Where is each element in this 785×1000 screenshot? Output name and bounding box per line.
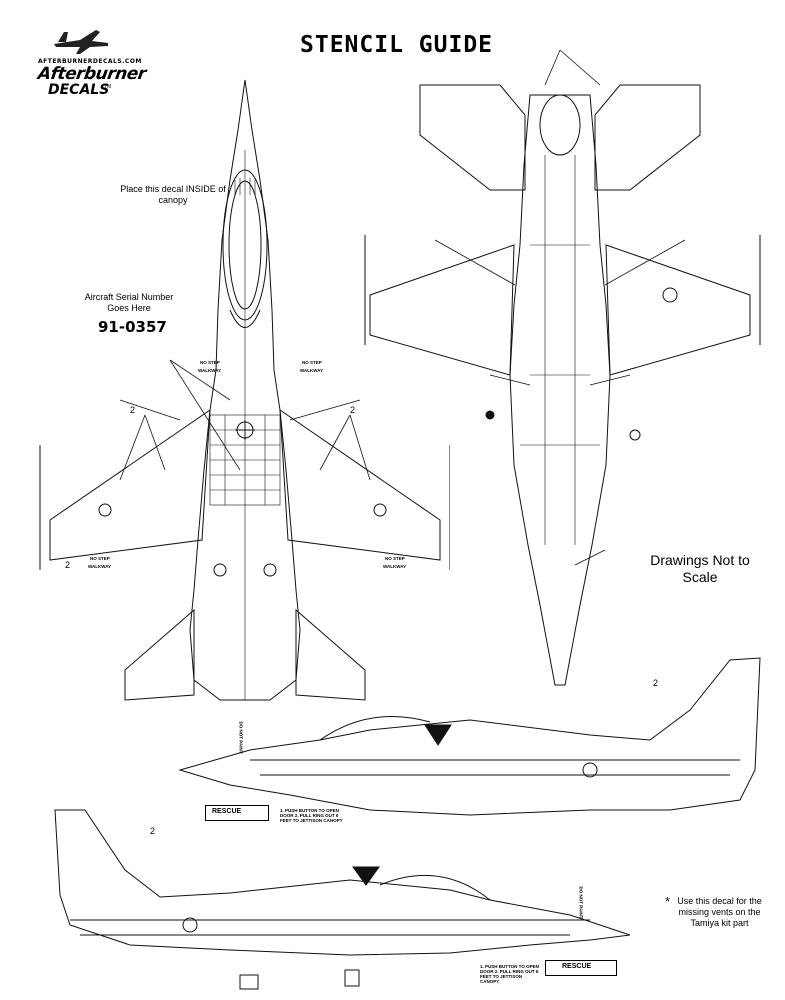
canopy-instructions: 1. PUSH BUTTON TO OPEN DOOR 2. PULL RING… [280,808,343,823]
page-title: STENCIL GUIDE [300,32,494,58]
logo-jet-icon [54,30,108,54]
bottom-view-drawing [364,49,761,686]
rescue-label: RESCUE [212,808,242,815]
logo-trademark: TM [104,84,112,90]
decal-number-label: 2 [653,678,659,688]
walkway-label: WALKWAY [383,564,407,569]
side-view-left-drawing [54,809,631,990]
top-view-drawing [39,79,450,701]
decal-number-label: 2 [350,405,356,415]
canopy-instructions: 1. PUSH BUTTON TO OPEN DOOR 2. PULL RING… [480,964,539,984]
serial-number: 91-0357 [98,318,167,336]
no-step-label: NO STEP [90,556,110,561]
canopy-note: Place this decal INSIDE of canopy [120,184,226,205]
serial-label: Aircraft Serial Number Goes Here [84,292,174,313]
no-step-label: NO STEP [385,556,405,561]
side-view-right-drawing [178,657,761,816]
walkway-label: WALKWAY [88,564,112,569]
decal-number-label: 2 [130,405,136,415]
do-not-paint-label: DO NOT PAINT [578,886,584,919]
rescue-label: RESCUE [562,963,592,970]
asterisk-marker: * [665,894,671,909]
vent-note: Use this decal for the missing vents on … [677,896,762,928]
walkway-label: WALKWAY [300,368,324,373]
scale-note: Drawings Not to Scale [650,552,750,585]
no-step-label: NO STEP [200,360,220,365]
decal-number-label: 2 [65,560,71,570]
decal-number-label: 2 [150,826,156,836]
rescue-arrow-box: RESCUE [205,805,269,821]
rescue-arrow-box: RESCUE [545,960,617,976]
no-step-label: NO STEP [302,360,322,365]
logo-decals: DECALS [48,82,110,98]
walkway-label: WALKWAY [198,368,222,373]
logo-url: AFTERBURNERDECALS.COM [38,58,142,65]
do-not-paint-label: DO NOT PAINT [238,721,244,754]
